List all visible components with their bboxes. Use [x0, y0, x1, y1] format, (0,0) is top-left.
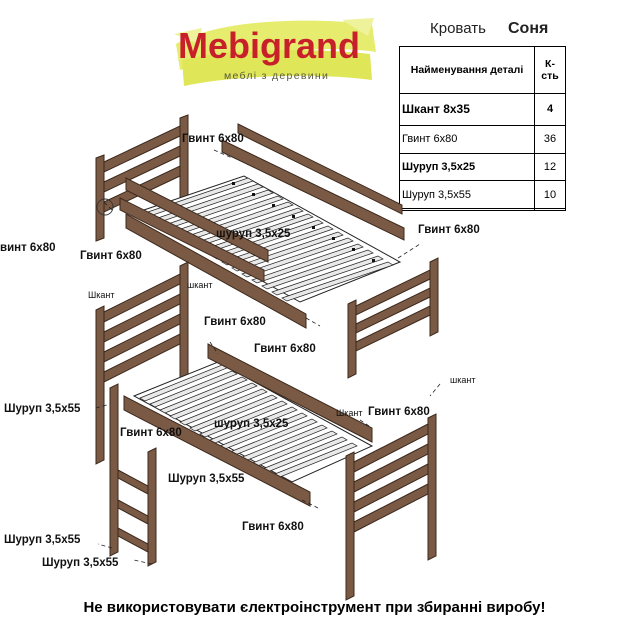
bed-title-word: Кровать	[430, 20, 486, 37]
part-name: Шкант 8x35	[399, 93, 535, 126]
label-wood-screw: шуруп 3,5х25	[214, 418, 289, 430]
upper-footboard	[347, 257, 439, 379]
label-dowel: Шкант	[88, 290, 115, 300]
header-part-name: Найменування деталі	[399, 46, 535, 94]
brand-tagline: меблі з деревини	[224, 70, 329, 82]
brand-name: Mebigrand	[178, 25, 360, 66]
part-name: Гвинт 6х80	[399, 124, 535, 154]
parts-table: Найменування деталі К-сть Шкант 8x35 4 Г…	[399, 46, 566, 212]
assembly-warning: Не використовувати єлектроінструмент при…	[83, 599, 546, 616]
lower-headboard	[95, 261, 189, 465]
ladder	[109, 383, 157, 567]
part-qty: 12	[534, 152, 566, 182]
label-wood-screw: шуруп 3,5х25	[216, 228, 291, 240]
part-name: Шуруп 3,5х55	[399, 180, 535, 209]
lower-rails	[123, 343, 373, 507]
parts-table-header-row: Найменування деталі К-сть	[399, 46, 566, 94]
label-wood-screw: Шуруп 3,5х55	[4, 534, 81, 546]
part-qty	[534, 207, 566, 212]
detail-circle	[96, 198, 114, 216]
part-qty: 4	[534, 93, 566, 126]
bed-title-name: Соня	[508, 20, 549, 37]
label-screw: Гвинт 6х80	[204, 316, 266, 328]
table-row: Шкант 8x35 4	[399, 93, 566, 126]
label-wood-screw: Шуруп 3,5х55	[42, 557, 119, 569]
part-qty: 10	[534, 180, 566, 209]
lower-slat-deck	[132, 361, 374, 483]
label-dowel: шкант	[450, 375, 476, 385]
label-screw: винт 6х80	[0, 242, 56, 254]
label-wood-screw: Шуруп 3,5х55	[4, 403, 81, 415]
label-dowel: шкант	[187, 280, 213, 290]
brand-logo: Mebigrand меблі з деревини	[174, 18, 376, 86]
label-screw: Гвинт 6х80	[120, 427, 182, 439]
label-screw: Гвинт 6х80	[80, 250, 142, 262]
label-dowel: Шкант	[336, 408, 363, 418]
label-wood-screw: Шуруп 3,5х55	[168, 473, 245, 485]
label-screw: Гвинт 6х80	[242, 521, 304, 533]
label-screw: Гвинт 6х80	[368, 406, 430, 418]
upper-rails	[119, 123, 405, 329]
table-row: Шуруп 3,5х25 12	[399, 152, 566, 182]
fastener-leaders	[95, 149, 441, 565]
label-screw: Гвинт 6х80	[182, 133, 244, 145]
table-row: Шуруп 3,5х55 10	[399, 180, 566, 209]
header-quantity: К-сть	[534, 46, 566, 94]
lower-footboard	[345, 413, 437, 601]
table-row: Гвинт 6х80 36	[399, 124, 566, 154]
label-screw: Гвинт 6х80	[254, 343, 316, 355]
label-screw: Гвинт 6х80	[418, 224, 480, 236]
logo-brush-background	[174, 18, 376, 86]
